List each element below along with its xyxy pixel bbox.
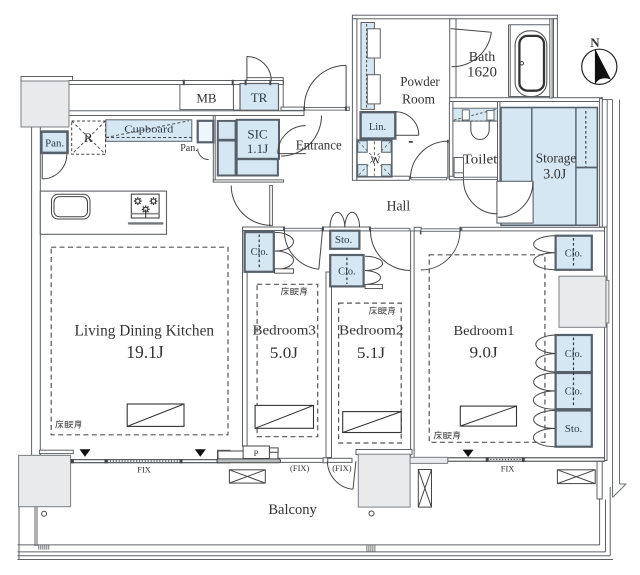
svg-text:TR: TR xyxy=(251,90,268,105)
svg-text:(FIX): (FIX) xyxy=(332,463,352,473)
svg-text:MB: MB xyxy=(196,91,217,106)
svg-text:Living Dining Kitchen: Living Dining Kitchen xyxy=(75,322,215,339)
svg-text:FIX: FIX xyxy=(501,464,515,474)
svg-text:Lin.: Lin. xyxy=(369,122,386,133)
svg-text:Entrance: Entrance xyxy=(296,138,342,153)
svg-text:R: R xyxy=(84,130,93,145)
svg-text:1.1J: 1.1J xyxy=(247,141,268,156)
svg-text:Storage: Storage xyxy=(536,152,577,167)
svg-text:Bedroom2: Bedroom2 xyxy=(339,323,404,338)
svg-text:9.0J: 9.0J xyxy=(470,345,498,362)
svg-text:Hall: Hall xyxy=(387,199,411,215)
svg-text:Clo.: Clo. xyxy=(251,247,269,258)
svg-text:Sto.: Sto. xyxy=(565,424,583,435)
svg-text:Bedroom3: Bedroom3 xyxy=(253,323,317,338)
svg-text:N: N xyxy=(590,35,600,50)
svg-text:Clo.: Clo. xyxy=(338,266,356,277)
svg-text:5.0J: 5.0J xyxy=(270,345,298,362)
svg-text:SIC: SIC xyxy=(247,127,267,142)
svg-text:Balcony: Balcony xyxy=(268,502,317,518)
svg-text:5.1J: 5.1J xyxy=(357,345,385,362)
svg-text:Pan.: Pan. xyxy=(45,138,64,149)
svg-text:1620: 1620 xyxy=(467,65,497,81)
svg-text:Clo.: Clo. xyxy=(565,387,583,398)
svg-text:Bath: Bath xyxy=(469,50,495,65)
svg-text:Clo.: Clo. xyxy=(565,349,583,360)
svg-text:Toilet: Toilet xyxy=(463,153,498,168)
svg-text:P: P xyxy=(254,448,259,458)
svg-text:3.0J: 3.0J xyxy=(543,167,566,183)
svg-text:FIX: FIX xyxy=(137,465,151,475)
svg-text:Pan.: Pan. xyxy=(180,143,198,154)
svg-text:19.1J: 19.1J xyxy=(126,342,164,362)
svg-text:W: W xyxy=(371,156,381,167)
svg-text:Cupboard: Cupboard xyxy=(124,124,174,136)
svg-text:Sto.: Sto. xyxy=(335,235,353,246)
svg-text:Bedroom1: Bedroom1 xyxy=(454,323,515,338)
svg-text:Clo.: Clo. xyxy=(565,248,583,259)
svg-text:Room: Room xyxy=(402,92,435,107)
svg-text:(FIX): (FIX) xyxy=(290,463,310,473)
svg-text:Powder: Powder xyxy=(400,75,440,90)
